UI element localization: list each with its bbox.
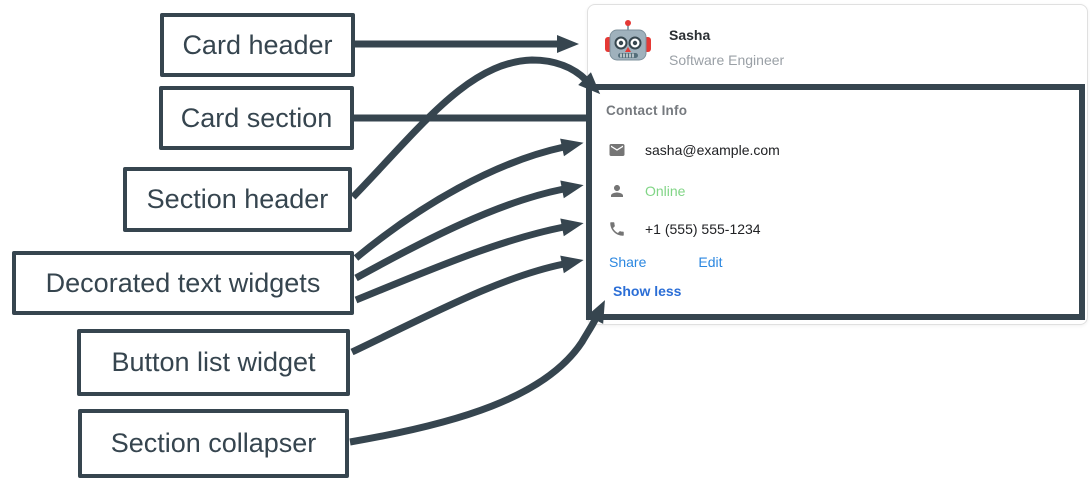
label-section-header: Section header xyxy=(123,167,352,232)
decorated-text-row-status: Online xyxy=(608,181,685,201)
card-header-name: Sasha xyxy=(669,27,711,43)
card-header-role: Software Engineer xyxy=(669,52,785,68)
label-decorated-text-widgets: Decorated text widgets xyxy=(12,251,354,315)
section-header-title: Contact Info xyxy=(606,103,688,118)
edit-button[interactable]: Edit xyxy=(698,254,723,270)
person-icon xyxy=(608,182,626,200)
label-section-collapser: Section collapser xyxy=(78,409,349,478)
section-collapser-button[interactable]: Show less xyxy=(613,283,682,299)
arrow-button-list xyxy=(350,255,584,356)
arrow-decorated-text-online xyxy=(354,180,584,282)
email-text: sasha@example.com xyxy=(645,142,780,158)
phone-icon xyxy=(608,220,626,238)
arrow-decorated-text-phone xyxy=(354,218,584,304)
label-card-header: Card header xyxy=(160,13,355,77)
card-section-outline xyxy=(586,84,1085,320)
label-card-section: Card section xyxy=(159,86,354,150)
contact-card: Sasha Software Engineer Contact Info sas… xyxy=(586,4,1088,325)
email-icon xyxy=(608,141,626,159)
button-list: Share Edit xyxy=(609,254,722,270)
decorated-text-row-phone: +1 (555) 555-1234 xyxy=(608,219,761,239)
share-button[interactable]: Share xyxy=(609,254,647,270)
status-text: Online xyxy=(645,183,686,199)
decorated-text-row-email: sasha@example.com xyxy=(608,140,780,160)
arrow-section-header xyxy=(350,56,601,200)
robot-avatar-icon xyxy=(604,18,652,66)
arrow-section-collapser xyxy=(349,300,605,446)
arrow-decorated-text-email xyxy=(353,138,584,261)
label-button-list-widget: Button list widget xyxy=(77,329,350,396)
phone-text: +1 (555) 555-1234 xyxy=(645,221,761,237)
